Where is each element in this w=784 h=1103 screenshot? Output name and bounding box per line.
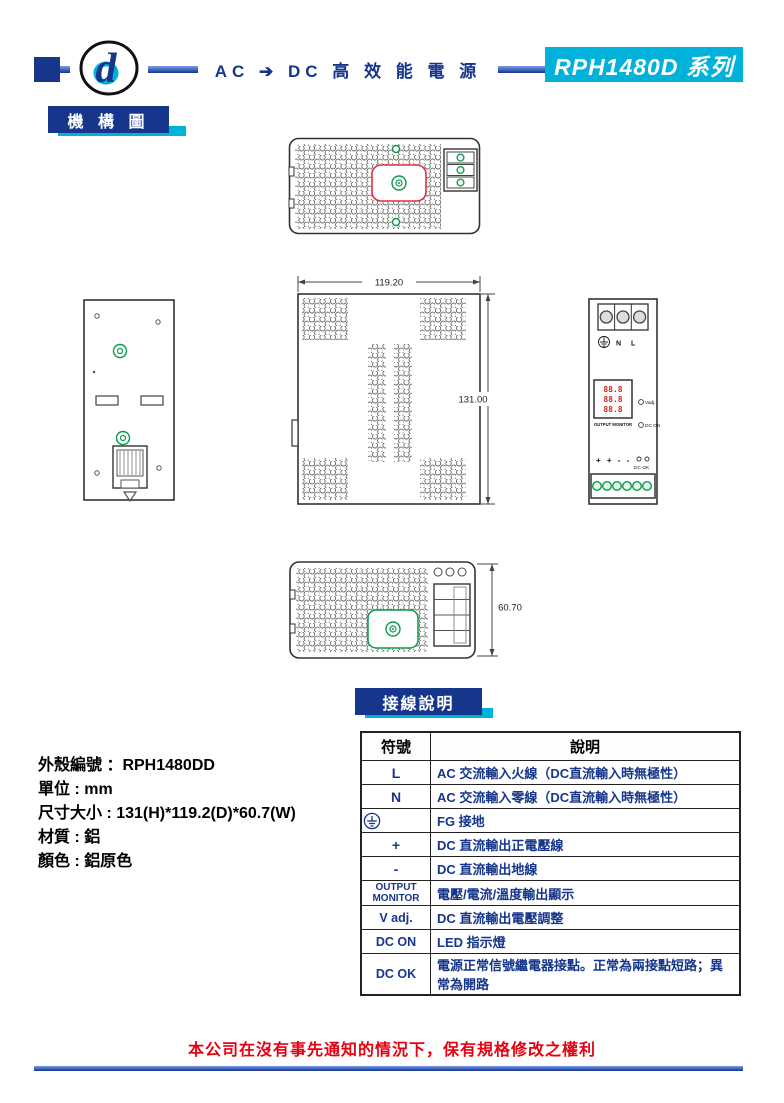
product-line-title: AC ➔ DC 高 效 能 電 源 [198, 55, 498, 83]
drawing-right-view: N L 88.8 88.8 88.8 OUTPUT MONITOR Vadj. … [586, 296, 660, 511]
display-row-3: 88.8 [603, 405, 622, 414]
table-row: + DC 直流輸出正電壓線 [360, 832, 741, 857]
symbol-cell: + [360, 832, 431, 857]
ground-icon [598, 336, 610, 348]
table-row: V adj. DC 直流輸出電壓調整 [360, 905, 741, 930]
symbol-cell: OUTPUT MONITOR [360, 880, 431, 906]
output-monitor-label: OUTPUT MONITOR [594, 422, 632, 427]
symbol-cell: L [360, 760, 431, 785]
section-mechanical: 機 構 圖 [48, 106, 248, 142]
table-header-row: 符號 說明 [360, 731, 741, 761]
table-row: DC ON LED 指示燈 [360, 929, 741, 954]
spec-size: 尺寸大小 : 131(H)*119.2(D)*60.7(W) [38, 805, 296, 822]
dc-on-label: DC ON [645, 423, 660, 429]
brand-logo: d [70, 38, 148, 98]
description-cell: DC 直流輸出正電壓線 [430, 832, 741, 857]
drawing-top-view [288, 137, 488, 237]
display-row-1: 88.8 [603, 385, 622, 394]
drawing-bottom-view: 60.70 [288, 560, 528, 665]
footer-rule [34, 1066, 743, 1071]
dc-ok-label: DC OK [634, 465, 650, 471]
table-row: FG 接地 [360, 808, 741, 833]
dim-width-label: 119.20 [375, 278, 403, 289]
symbol-cell: N [360, 784, 431, 809]
description-cell: 電源正常信號繼電器接點。正常為兩接點短路；異常為開路 [430, 953, 741, 996]
spec-unit: 單位 : mm [38, 781, 113, 798]
disclaimer-text: 本公司在沒有事先通知的情況下，保有規格修改之權利 [187, 1042, 596, 1059]
description-cell: DC 直流輸出電壓調整 [430, 905, 741, 930]
col-header-symbol: 符號 [360, 731, 431, 761]
display-row-2: 88.8 [603, 395, 622, 404]
symbol-cell: DC OK [360, 953, 431, 996]
table-row: L AC 交流輸入火線（DC直流輸入時無極性） [360, 760, 741, 785]
table-row: N AC 交流輸入零線（DC直流輸入時無極性） [360, 784, 741, 809]
section-wiring: 接線說明 [355, 688, 555, 724]
description-cell: AC 交流輸入火線（DC直流輸入時無極性） [430, 760, 741, 785]
brand-logo-icon: d [79, 40, 139, 96]
symbol-cell: - [360, 856, 431, 881]
section-mechanical-label: 機 構 圖 [48, 106, 169, 133]
symbol-cell: V adj. [360, 905, 431, 930]
table-row: - DC 直流輸出地線 [360, 856, 741, 881]
svg-text:d: d [96, 46, 118, 92]
symbol-cell: DC ON [360, 929, 431, 954]
description-cell: 電壓/電流/溫度輸出顯示 [430, 880, 741, 906]
fg-ground-icon [363, 812, 381, 829]
nl-terminal-label: N L [616, 341, 639, 348]
symbol-cell-ground [360, 808, 431, 833]
section-wiring-label: 接線說明 [355, 688, 482, 715]
description-cell: LED 指示燈 [430, 929, 741, 954]
drawing-left-view [80, 296, 180, 511]
dim-depth-label: 60.70 [498, 603, 522, 614]
vadj-label: Vadj. [645, 400, 656, 406]
spec-material: 材質 : 鋁 [38, 829, 101, 846]
header-corner-block [34, 57, 60, 82]
spec-case-number: 外殼編號 ：RPH1480DD [38, 757, 215, 774]
description-cell: DC 直流輸出地線 [430, 856, 741, 881]
spec-block: 外殼編號 ：RPH1480DD 單位 : mm 尺寸大小 : 131(H)*11… [38, 754, 368, 874]
drawing-front-view: 119.20 131.00 [288, 272, 498, 517]
table-row: DC OK 電源正常信號繼電器接點。正常為兩接點短路；異常為開路 [360, 953, 741, 996]
series-title: RPH1480D 系列 [545, 47, 743, 82]
description-cell: FG 接地 [430, 808, 741, 833]
wiring-table: 符號 說明 L AC 交流輸入火線（DC直流輸入時無極性） N AC 交流輸入零… [360, 731, 741, 996]
table-row: OUTPUT MONITOR 電壓/電流/溫度輸出顯示 [360, 880, 741, 906]
polarity-label: + + - - [596, 456, 631, 465]
spec-color: 顏色 : 鋁原色 [38, 853, 133, 870]
col-header-description: 說明 [430, 731, 741, 761]
dim-height-label: 131.00 [458, 395, 487, 406]
description-cell: AC 交流輸入零線（DC直流輸入時無極性） [430, 784, 741, 809]
